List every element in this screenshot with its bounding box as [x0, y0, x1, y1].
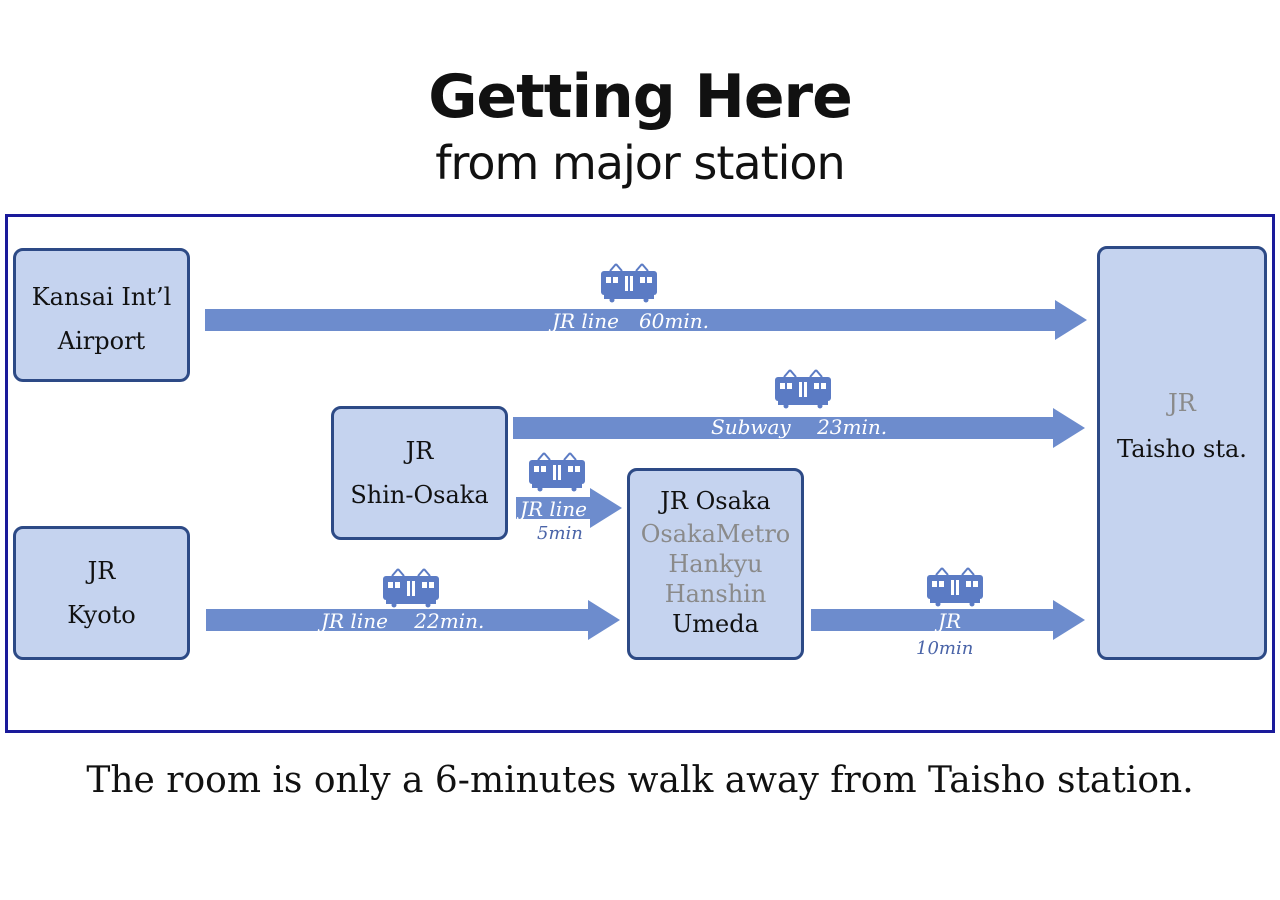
- route-diagram-frame: [5, 214, 1275, 733]
- station-osaka-line4: Hanshin: [664, 580, 767, 608]
- arrow-osaka-to-taisho: [811, 600, 1085, 640]
- station-kansai-airport: Kansai Int’l Airport: [13, 248, 190, 382]
- footer-note: The room is only a 6-minutes walk away f…: [86, 760, 1194, 801]
- station-kansai-line2: Airport: [57, 327, 146, 355]
- train-icon: [775, 369, 831, 409]
- route-osaka-jr-label: JR: [938, 609, 962, 633]
- route-subway-label: Subway 23min.: [711, 415, 888, 439]
- route-shin-osaka-jr-time: 5min: [537, 523, 583, 544]
- route-shin-osaka-jr-label: JR line: [520, 497, 587, 521]
- arrow-shin-osaka-to-osaka: [516, 488, 622, 528]
- arrow-kyoto-to-osaka: [206, 600, 620, 640]
- route-kyoto-label: JR line 22min.: [321, 609, 485, 633]
- train-icon: [383, 568, 439, 608]
- station-kyoto-line1: JR: [87, 557, 116, 585]
- station-kyoto-line2: Kyoto: [67, 601, 136, 629]
- station-taisho: JR Taisho sta.: [1097, 246, 1267, 660]
- station-osaka-line2: OsakaMetro: [640, 520, 791, 548]
- station-osaka-line3: Hankyu: [668, 550, 763, 578]
- station-shin-osaka-line1: JR: [405, 437, 434, 465]
- station-kyoto: JR Kyoto: [13, 526, 190, 660]
- route-airport-label: JR line 60min.: [552, 309, 709, 333]
- route-osaka-jr-time: 10min: [916, 638, 974, 659]
- station-osaka-umeda: JR Osaka OsakaMetro Hankyu Hanshin Umeda: [627, 468, 804, 660]
- arrow-shin-osaka-to-taisho: [513, 408, 1085, 448]
- arrow-airport-to-taisho: [205, 300, 1087, 340]
- station-kansai-line1: Kansai Int’l: [31, 283, 172, 311]
- station-osaka-line5: Umeda: [672, 610, 759, 638]
- station-osaka-line1: JR Osaka: [660, 487, 771, 515]
- page-subtitle: from major station: [435, 136, 845, 190]
- page-title: Getting Here: [428, 62, 853, 132]
- train-icon: [927, 567, 983, 607]
- station-taisho-line1: JR: [1168, 389, 1196, 417]
- station-taisho-line2: Taisho sta.: [1117, 435, 1247, 463]
- station-shin-osaka-line2: Shin-Osaka: [350, 481, 489, 509]
- train-icon: [601, 263, 657, 303]
- station-shin-osaka: JR Shin-Osaka: [331, 406, 508, 540]
- train-icon: [529, 452, 585, 492]
